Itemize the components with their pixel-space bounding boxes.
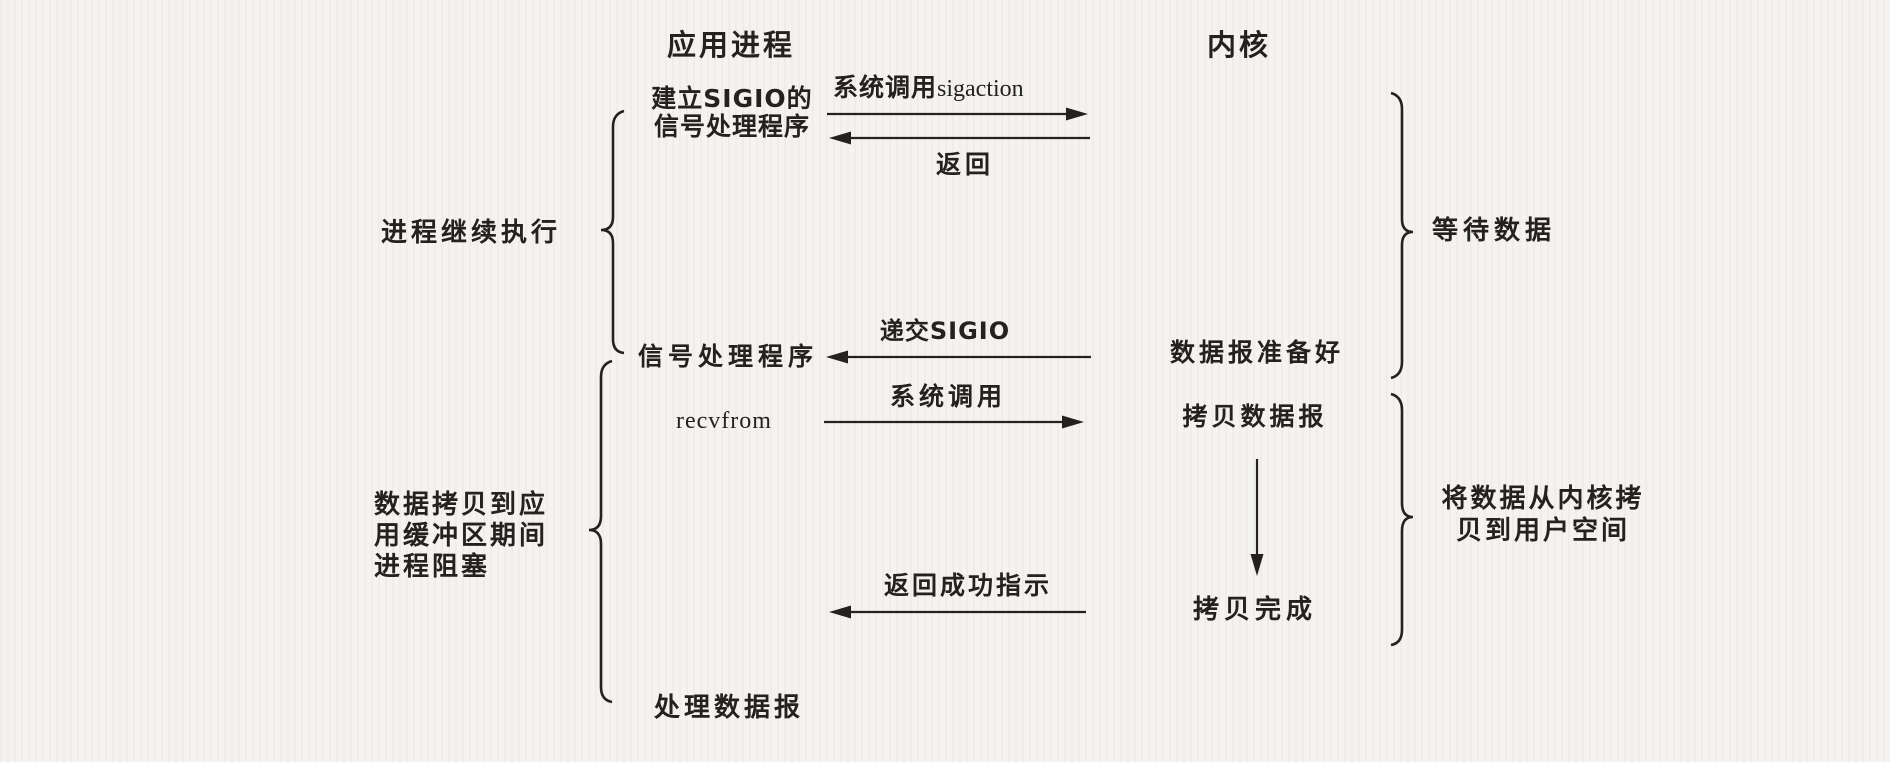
copy-blocked-note: 数据拷贝到应 用缓冲区期间 进程阻塞 bbox=[374, 490, 548, 583]
copy-kernel-to-user-note-line1: 将数据从内核拷 bbox=[1441, 484, 1645, 514]
setup-sigio-handler-line2: 信号处理程序 bbox=[653, 112, 810, 141]
process-datagram-label: 处理数据报 bbox=[654, 693, 805, 723]
signal-handler-label: 信号处理程序 bbox=[638, 342, 819, 371]
brace-right-bottom bbox=[1390, 392, 1414, 647]
brace-right-top bbox=[1390, 91, 1414, 380]
recvfrom-label: recvfrom bbox=[676, 408, 772, 434]
return-success-label: 返回成功指示 bbox=[883, 571, 1052, 600]
deliver-sigio-label: 递交SIGIO bbox=[879, 317, 1011, 345]
process-continues-note: 进程继续执行 bbox=[381, 218, 562, 248]
brace-left-top bbox=[600, 109, 625, 355]
copy-blocked-note-line2: 用缓冲区期间 bbox=[374, 521, 549, 551]
copy-blocked-note-line1: 数据拷贝到应 bbox=[374, 490, 549, 520]
return-label: 返回 bbox=[935, 150, 994, 179]
setup-sigio-handler-label: 建立SIGIO的 信号处理程序 bbox=[632, 85, 832, 141]
copy-datagram-label: 拷贝数据报 bbox=[1182, 402, 1328, 431]
sigaction-call-label-en: sigaction bbox=[937, 76, 1024, 102]
copy-kernel-to-user-note: 将数据从内核拷 贝到用户空间 bbox=[1413, 483, 1673, 547]
arrow-sigaction-call-icon bbox=[827, 107, 1088, 121]
syscall-label: 系统调用 bbox=[889, 382, 1006, 411]
copy-blocked-note-line3: 进程阻塞 bbox=[374, 552, 491, 582]
wait-for-data-note: 等待数据 bbox=[1432, 216, 1557, 246]
arrow-recvfrom-call-icon bbox=[824, 415, 1084, 429]
copy-complete-label: 拷贝完成 bbox=[1192, 595, 1317, 625]
arrow-copy-progress-icon bbox=[1250, 459, 1264, 576]
datagram-ready-label: 数据报准备好 bbox=[1169, 338, 1344, 367]
kernel-header: 内核 bbox=[1206, 28, 1271, 62]
app-process-header: 应用进程 bbox=[666, 28, 795, 62]
brace-left-bottom bbox=[588, 359, 613, 704]
arrow-return-success-icon bbox=[829, 605, 1086, 619]
sigaction-call-label: 系统调用sigaction bbox=[833, 74, 1024, 103]
arrow-deliver-sigio-icon bbox=[826, 350, 1091, 364]
arrow-sigaction-return-icon bbox=[829, 131, 1090, 145]
sigaction-call-label-zh: 系统调用 bbox=[833, 73, 938, 102]
setup-sigio-handler-line1: 建立SIGIO的 bbox=[651, 84, 813, 113]
copy-kernel-to-user-note-line2: 贝到用户空间 bbox=[1455, 516, 1630, 546]
